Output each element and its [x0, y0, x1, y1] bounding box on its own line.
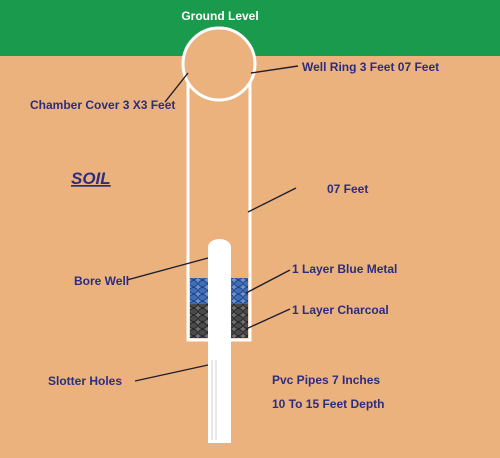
blue-metal-label: 1 Layer Blue Metal	[292, 262, 397, 276]
chamber-cover-label: Chamber Cover 3 X3 Feet	[30, 98, 175, 112]
slotter-holes-leader	[134, 364, 209, 382]
depth-label: 07 Feet	[327, 182, 368, 196]
pvc-pipe	[208, 247, 231, 443]
chamber-cover-leader	[164, 72, 189, 103]
charcoal-label: 1 Layer Charcoal	[292, 303, 389, 317]
chamber-cover	[181, 26, 257, 102]
ground-level-label: Ground Level	[181, 9, 258, 23]
soil-label: SOIL	[71, 169, 111, 188]
pipe-depth-label: 10 To 15 Feet Depth	[272, 397, 384, 411]
well-ring-leader	[250, 65, 299, 74]
well-ring-label: Well Ring 3 Feet 07 Feet	[302, 60, 439, 74]
bore-well-label: Bore Well	[74, 274, 129, 288]
depth-leader	[247, 187, 297, 213]
charcoal-leader	[245, 308, 291, 330]
pvc-pipes-label: Pvc Pipes 7 Inches	[272, 373, 380, 387]
blue-metal-leader	[245, 269, 291, 294]
slotter-holes-label: Slotter Holes	[48, 374, 122, 388]
pvc-pipe-top	[208, 239, 231, 255]
bore-well-leader	[126, 257, 209, 281]
